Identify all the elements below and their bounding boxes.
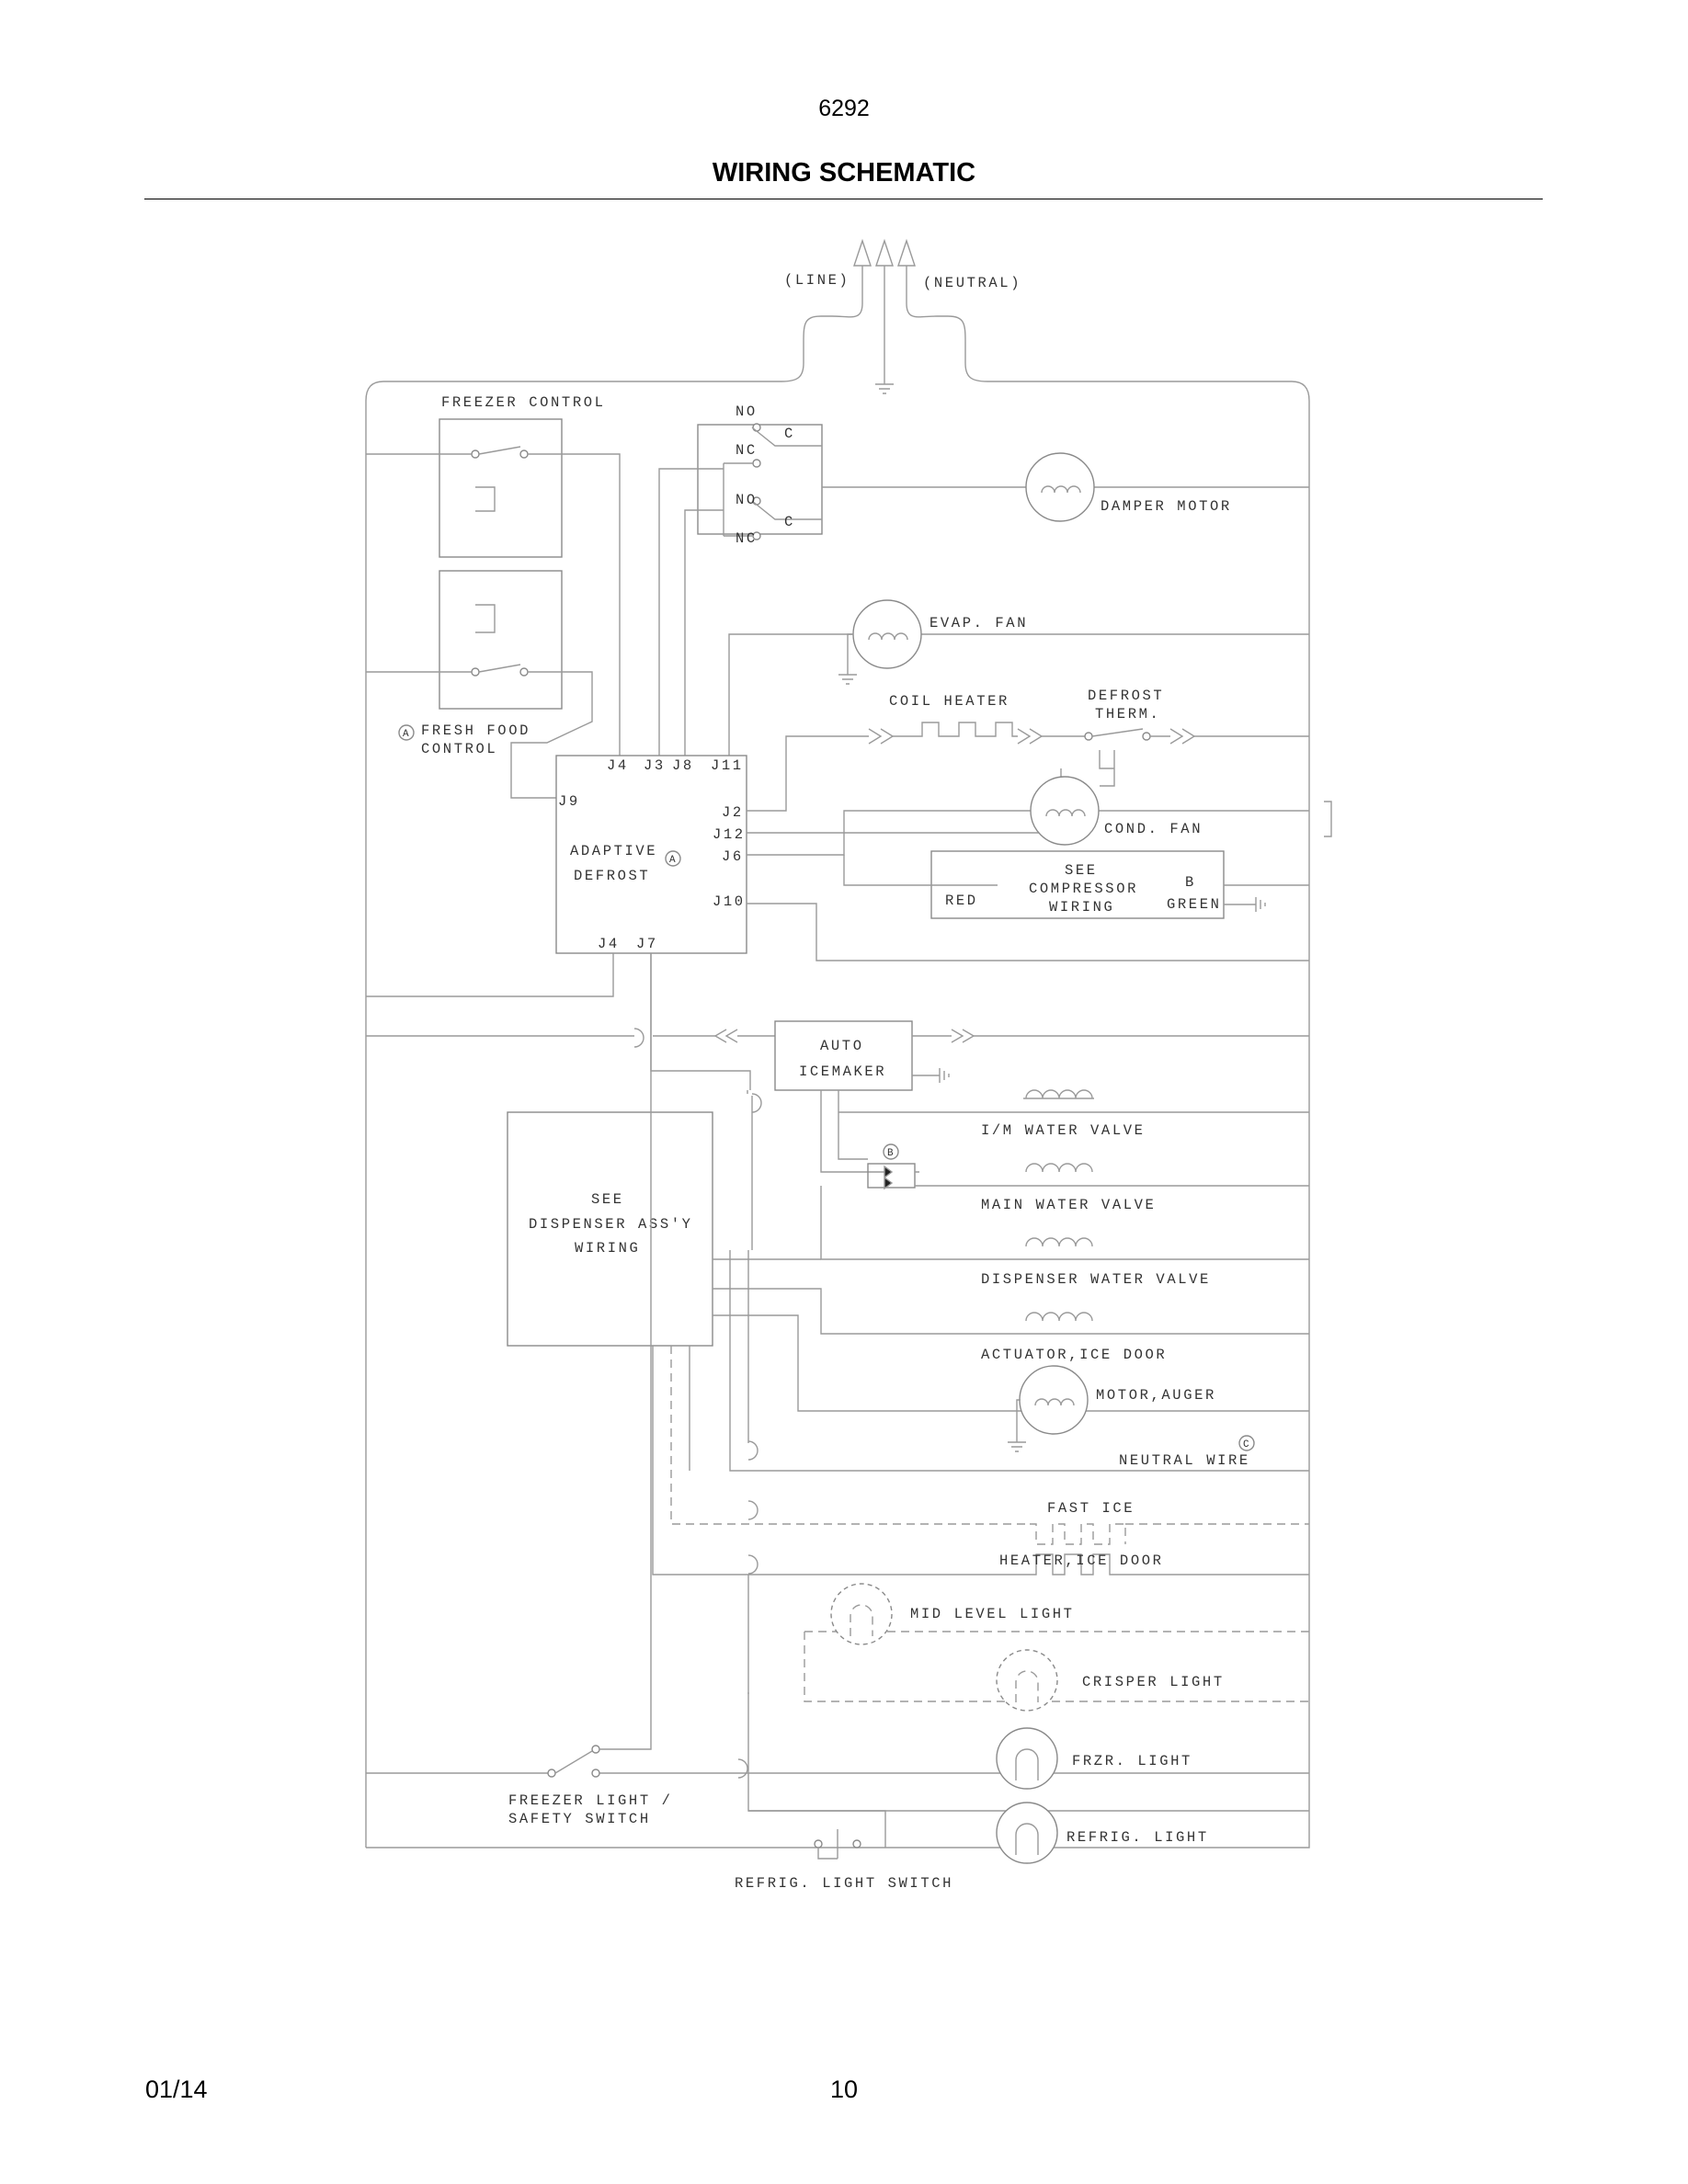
adaptive-defrost-line1: ADAPTIVE	[570, 843, 657, 859]
freezer-control	[439, 418, 563, 710]
footer-date: 01/14	[145, 2076, 208, 2103]
defrost-therm-line1: DEFROST	[1088, 688, 1164, 704]
damper-motor-icon	[1025, 452, 1095, 522]
relay-nc-2: NC	[736, 530, 758, 547]
damper-motor-label: DAMPER MOTOR	[1101, 498, 1232, 515]
freezer-light-switch-line2: SAFETY SWITCH	[508, 1811, 651, 1827]
refrig-light-switch	[748, 1810, 886, 1860]
freezer-light-switch-line1: FREEZER LIGHT /	[508, 1792, 673, 1809]
adaptive-defrost-marker: A	[669, 855, 676, 866]
pin-j6: J6	[722, 848, 744, 865]
compressor-compressor: COMPRESSOR	[1029, 881, 1138, 897]
auto-icemaker-box	[774, 1020, 913, 1091]
relay-no-2: NO	[736, 492, 758, 508]
supply-terminals	[365, 238, 1310, 402]
coil-heater-label: COIL HEATER	[889, 693, 1009, 710]
relay-c-1: C	[784, 426, 795, 442]
page-title: WIRING SCHEMATIC	[712, 158, 976, 188]
pin-j4-top: J4	[607, 757, 629, 774]
pin-j8-top: J8	[672, 757, 694, 774]
fresh-food-control-line2: CONTROL	[421, 741, 497, 757]
damper-relay	[658, 423, 823, 756]
compressor-b-marker: B	[1185, 874, 1196, 891]
refrig-light-label: REFRIG. LIGHT	[1066, 1829, 1209, 1846]
evap-fan-label: EVAP. FAN	[930, 615, 1028, 631]
freezer-light-switch	[547, 953, 652, 1778]
auto-icemaker-line2: ICEMAKER	[799, 1064, 886, 1080]
dispenser-water-valve-label: DISPENSER WATER VALVE	[981, 1271, 1211, 1288]
main-water-valve-icon	[1025, 1163, 1093, 1173]
cond-fan-label: COND. FAN	[1104, 821, 1203, 837]
crisper-light-icon	[996, 1649, 1058, 1712]
pin-j12: J12	[713, 826, 746, 843]
motor-auger-label: MOTOR,AUGER	[1096, 1387, 1216, 1404]
refrig-light-switch-label: REFRIG. LIGHT SWITCH	[735, 1875, 953, 1892]
neutral-label: (NEUTRAL)	[923, 275, 1021, 291]
cond-fan-icon	[1030, 776, 1100, 846]
dispenser-wiring-box	[507, 1111, 713, 1347]
pin-j11-top: J11	[711, 757, 744, 774]
neutral-wire	[729, 1250, 1309, 1472]
neutral-wire-marker: C	[1243, 1439, 1249, 1450]
compressor-green: GREEN	[1167, 896, 1222, 913]
crisper-light-label: CRISPER LIGHT	[1082, 1674, 1225, 1690]
fresh-food-marker: A	[403, 729, 409, 740]
compressor-wiring: WIRING	[1049, 899, 1114, 916]
motor-auger-icon	[1019, 1365, 1089, 1435]
dispenser-wiring: WIRING	[575, 1240, 640, 1257]
compressor-see: SEE	[1065, 862, 1098, 879]
im-water-valve-icon	[1025, 1089, 1093, 1099]
pin-j10: J10	[713, 893, 746, 910]
dispenser-assy: DISPENSER ASS'Y	[529, 1216, 693, 1233]
model-number: 6292	[818, 96, 870, 121]
auto-icemaker-line1: AUTO	[820, 1038, 864, 1054]
relay-nc-1: NC	[736, 442, 758, 459]
adaptive-defrost-line2: DEFROST	[574, 868, 650, 884]
page-number: 10	[829, 2076, 859, 2103]
refrig-light-icon	[996, 1802, 1058, 1864]
im-water-valve-label: I/M WATER VALVE	[981, 1122, 1146, 1139]
neutral-rail	[366, 401, 1310, 1848]
relay-no-1: NO	[736, 404, 758, 420]
fresh-food-control-line1: FRESH FOOD	[421, 722, 530, 739]
frzr-light-icon	[996, 1727, 1058, 1790]
main-water-valve-label: MAIN WATER VALVE	[981, 1197, 1156, 1213]
mid-level-light-label: MID LEVEL LIGHT	[910, 1606, 1075, 1622]
valve-marker: B	[887, 1148, 894, 1159]
actuator-ice-door-label: ACTUATOR,ICE DOOR	[981, 1347, 1167, 1363]
actuator-ice-door-icon	[1025, 1312, 1093, 1322]
fast-ice-label: FAST ICE	[1047, 1500, 1135, 1517]
pin-j3-top: J3	[644, 757, 666, 774]
line-label: (LINE)	[784, 272, 850, 289]
frzr-light-label: FRZR. LIGHT	[1072, 1753, 1192, 1769]
pin-j2: J2	[722, 804, 744, 821]
dispenser-water-valve-icon	[1025, 1237, 1093, 1247]
neutral-wire-label: NEUTRAL WIRE	[1119, 1452, 1250, 1469]
heater-ice-door-label: HEATER,ICE DOOR	[999, 1553, 1164, 1569]
relay-c-2: C	[784, 514, 795, 530]
compressor-red: RED	[945, 893, 978, 909]
dispenser-see: SEE	[591, 1191, 624, 1208]
mid-level-light-icon	[830, 1583, 893, 1645]
pin-j4-bottom: J4	[598, 936, 620, 952]
pin-j9: J9	[558, 793, 580, 810]
evap-fan-icon	[852, 599, 922, 669]
defrost-therm-line2: THERM.	[1095, 706, 1160, 722]
pin-j7-bottom: J7	[636, 936, 658, 952]
freezer-control-label: FREEZER CONTROL	[441, 394, 606, 411]
